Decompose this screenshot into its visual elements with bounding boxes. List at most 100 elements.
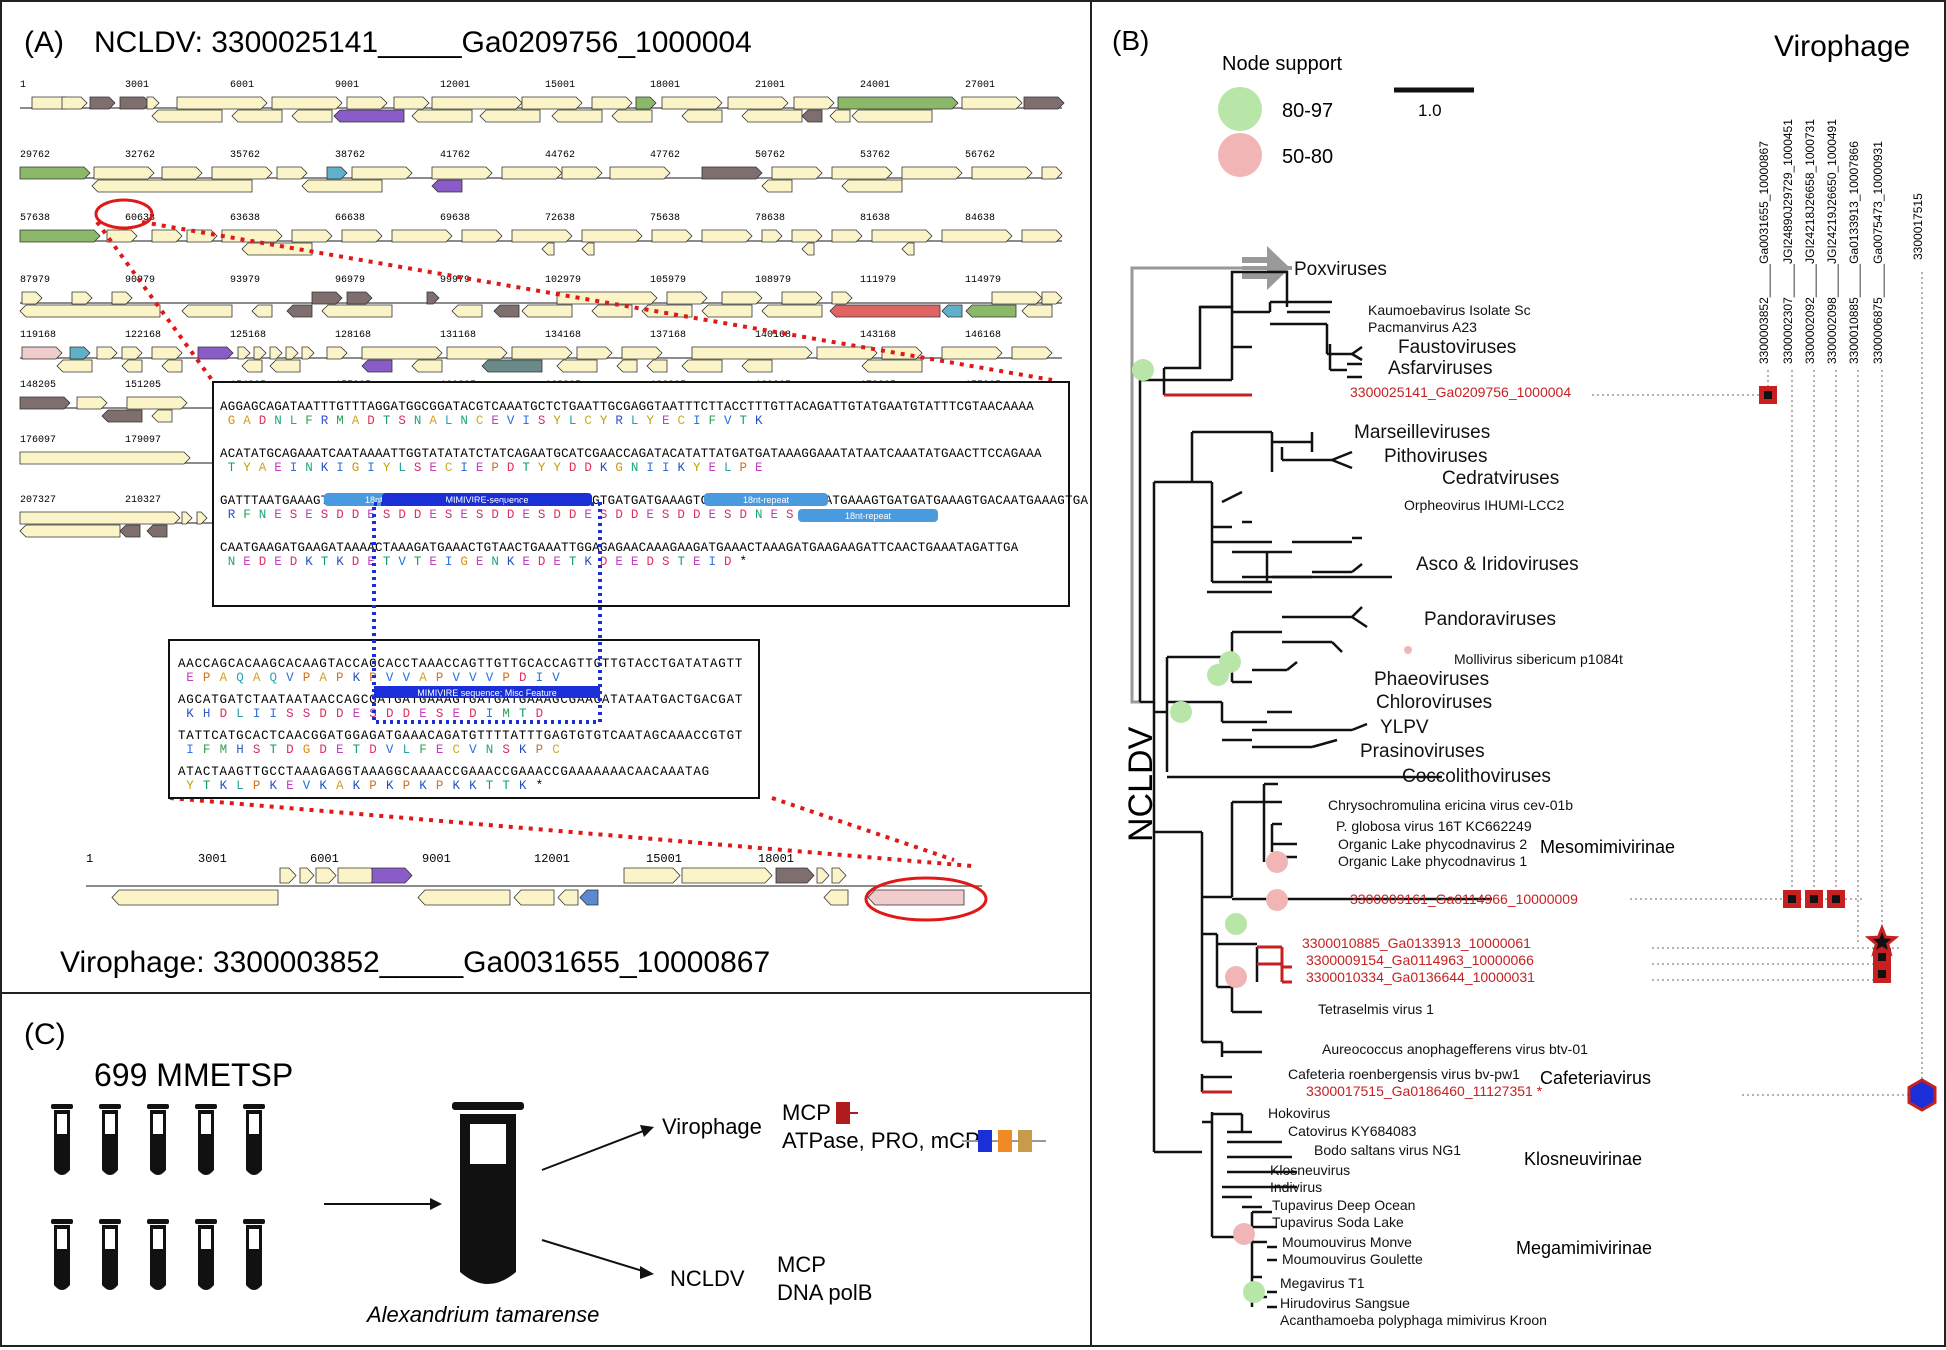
gene-arrow <box>451 304 483 318</box>
repeat-bar <box>798 509 938 522</box>
gene-arrow <box>269 359 301 373</box>
gene-arrow <box>591 96 633 110</box>
tick-label: 69638 <box>440 213 470 224</box>
panel-b: (B) Node support 80-97 50-80 1.0 Viropha… <box>1090 0 1946 1347</box>
tick-label: 53762 <box>860 150 890 161</box>
legend-title: Node support <box>1222 53 1343 75</box>
tick-label: 44762 <box>545 150 575 161</box>
tick-label: 72638 <box>545 213 575 224</box>
gene-arrow <box>1041 166 1063 180</box>
tree-branch <box>1351 352 1363 362</box>
atpase-marker <box>978 1130 992 1152</box>
gene-arrow <box>119 524 141 538</box>
taxon-label: 3300017515_Ga0186460_11127351 * <box>1306 1083 1543 1099</box>
taxon-label: Coccolithoviruses <box>1402 766 1551 787</box>
taxon-label: Acanthamoeba polyphaga mimivirus Kroon <box>1280 1312 1547 1328</box>
gene-arrow <box>941 229 1013 243</box>
protein-line: I F M H S T D G D E T D V L F E C V N S … <box>186 743 560 757</box>
panel-c-title: 699 MMETSP <box>94 1057 293 1093</box>
repeat-label: 18nt-repeat <box>743 495 790 505</box>
protein-line: N E D E D K T K D E T V T E I G E N K E … <box>228 555 747 569</box>
gene-arrow <box>651 229 693 243</box>
support-node <box>1266 889 1288 911</box>
tick-label: 60638 <box>125 213 155 224</box>
gene-arrow <box>579 889 599 906</box>
gene-arrow <box>121 359 143 373</box>
mcp2-marker <box>1018 1130 1032 1152</box>
tick-label: 179097 <box>125 435 161 446</box>
gene-arrow <box>831 867 847 884</box>
gene-arrow <box>426 291 440 305</box>
gene-arrow <box>89 96 116 110</box>
tube-icon <box>51 1104 73 1175</box>
dna-line: ACATATGCAGAAATCAATAAAATTGGTATATATCTATCAG… <box>220 447 1042 461</box>
tree-branch <box>1331 458 1353 470</box>
gene-arrow <box>775 867 815 884</box>
gene-arrow <box>21 346 63 360</box>
gene-arrow <box>666 291 708 305</box>
mcp-marker <box>836 1102 850 1124</box>
tree-branch <box>1331 641 1343 653</box>
gene-arrow <box>513 889 555 906</box>
taxon-label: Tupavirus Soda Lake <box>1272 1214 1404 1230</box>
taxon-label: P. globosa virus 16T KC662249 <box>1336 818 1532 834</box>
panel-b-label: (B) <box>1112 25 1149 56</box>
tick-label: 3001 <box>125 80 149 91</box>
repeat-label: 18nt-repeat <box>845 511 892 521</box>
virophage-column: 3300002092_____JGI24218J26658_1000731 <box>1803 119 1817 364</box>
gene-arrow <box>616 359 638 373</box>
taxon-label: Orpheovirus IHUMI-LCC2 <box>1404 497 1564 513</box>
taxon-label: Kaumoebavirus Isolate Sc <box>1368 302 1531 318</box>
taxon-label: Klosneuvirus <box>1270 1162 1350 1178</box>
gene-arrow <box>501 166 563 180</box>
tree-branch <box>1351 606 1363 618</box>
gene-arrow <box>146 96 160 110</box>
gene-arrow <box>901 242 915 256</box>
virophage-column-label: 3300002092_____JGI24218J26658_1000731 <box>1803 119 1817 364</box>
virophage-column-label: 3300010885_____Ga0133913_10007866 <box>1847 141 1861 364</box>
gene-arrow <box>231 109 283 123</box>
zoom-lines <box>95 220 1053 868</box>
gene-arrow <box>851 109 933 123</box>
gene-arrow <box>391 229 453 243</box>
highlight-ellipse-virophage <box>864 876 988 922</box>
tick-label: 84638 <box>965 213 995 224</box>
virophage-column: 3300006875_____Ga0075473_10000931 <box>1871 141 1885 364</box>
tick-label: 140168 <box>755 330 791 341</box>
taxon-label: Tetraselmis virus 1 <box>1318 1001 1434 1017</box>
taxon-label: Megavirus T1 <box>1280 1275 1365 1291</box>
virophage-tick: 6001 <box>310 852 339 866</box>
taxon-label: Mollivirus sibericum p1084t <box>1454 651 1623 667</box>
gene-arrow <box>901 166 963 180</box>
tick-label: 134168 <box>545 330 581 341</box>
gene-arrow <box>481 359 543 373</box>
gene-arrow <box>771 166 823 180</box>
gene-arrow <box>861 359 923 373</box>
tick-label: 131168 <box>440 330 476 341</box>
legend-label-1: 80-97 <box>1282 100 1333 122</box>
highlight-ellipse-ncldv <box>94 198 154 230</box>
gene-arrow <box>841 179 903 193</box>
species-label: Alexandrium tamarense <box>365 1302 599 1327</box>
gene-arrow <box>151 409 173 423</box>
tick-label: 75638 <box>650 213 680 224</box>
tick-label: 114979 <box>965 275 1001 286</box>
gene-arrow <box>941 346 1003 360</box>
gene-arrow <box>741 109 803 123</box>
clade-megamimivirinae: Megamimivirinae <box>1516 1238 1652 1258</box>
sequence-box-2 <box>168 639 760 799</box>
gene-arrow <box>326 346 348 360</box>
alexandrium-tube-icon <box>452 1102 524 1284</box>
gene-arrow <box>351 166 413 180</box>
taxon-label: Pandoraviruses <box>1424 609 1556 630</box>
support-node <box>1243 1281 1265 1303</box>
protein-line: R F N E S E S D D E S D D E S E S D D E … <box>228 508 809 522</box>
gene-arrow <box>991 291 1043 305</box>
gene-arrow <box>641 304 693 318</box>
gene-arrow <box>119 96 151 110</box>
gene-arrow <box>831 229 863 243</box>
gene-arrow <box>823 889 849 906</box>
gene-arrow <box>176 96 268 110</box>
